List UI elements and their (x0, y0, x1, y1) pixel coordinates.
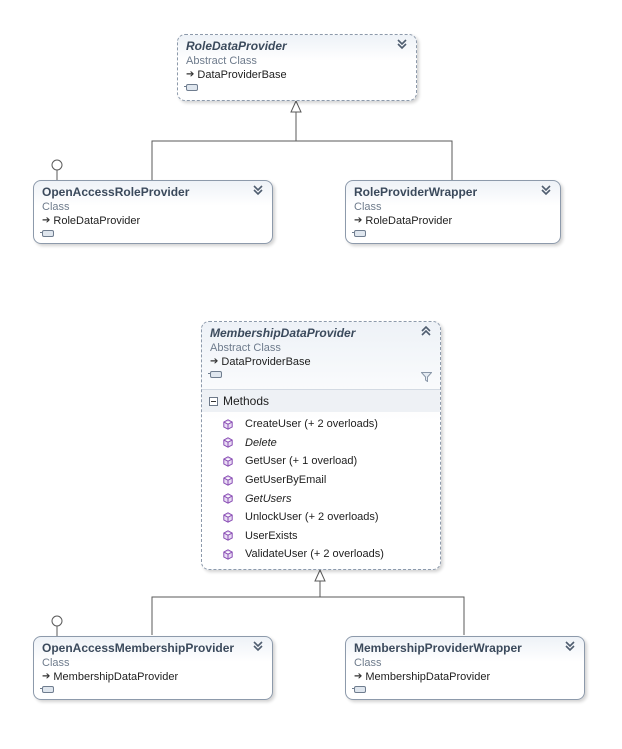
inheritance-icon: ➔ (42, 215, 51, 226)
double-chevron-down-icon[interactable] (396, 38, 408, 50)
method-cube-icon (223, 474, 233, 486)
inherits-name: DataProviderBase (197, 69, 287, 81)
inheritance-icon: ➔ (210, 356, 219, 367)
double-chevron-up-icon[interactable] (420, 325, 432, 337)
class-box-role-provider-wrapper[interactable]: RoleProviderWrapper Class ➔ RoleDataProv… (345, 180, 561, 244)
method-item[interactable]: GetUser (+ 1 overload) (202, 452, 440, 471)
expand-details-icon[interactable] (40, 230, 54, 237)
double-chevron-down-icon[interactable] (252, 184, 264, 196)
inheritance-icon: ➔ (42, 671, 51, 682)
class-stereotype: Class (42, 201, 70, 213)
inherits-label: ➔ MembershipDataProvider (42, 670, 264, 684)
inherits-name: DataProviderBase (221, 356, 311, 368)
method-cube-icon (223, 549, 233, 560)
expand-details-icon[interactable] (352, 686, 366, 693)
class-name: MembershipProviderWrapper (354, 641, 522, 655)
method-name: UnlockUser (+ 2 overloads) (245, 511, 379, 524)
class-stereotype: Class (354, 657, 382, 669)
double-chevron-down-icon[interactable] (540, 184, 552, 196)
method-item[interactable]: UserExists (202, 527, 440, 546)
filter-icon[interactable] (421, 372, 432, 382)
expand-details-icon[interactable] (352, 230, 366, 237)
inherits-label: ➔ DataProviderBase (210, 355, 432, 369)
class-name: RoleProviderWrapper (354, 185, 478, 199)
method-cube-icon (223, 530, 233, 542)
inheritance-icon: ➔ (354, 671, 363, 682)
class-name: RoleDataProvider (186, 39, 287, 53)
method-item[interactable]: CreateUser (+ 2 overloads) (202, 415, 440, 434)
method-item[interactable]: UnlockUser (+ 2 overloads) (202, 508, 440, 527)
class-name: OpenAccessMembershipProvider (42, 641, 235, 655)
method-item[interactable]: ValidateUser (+ 2 overloads) (202, 545, 440, 564)
class-box-membership-provider-wrapper[interactable]: MembershipProviderWrapper Class ➔ Member… (345, 636, 585, 700)
inheritance-connector (151, 140, 453, 180)
inheritance-connector (151, 596, 465, 635)
expand-details-icon[interactable] (40, 686, 54, 693)
class-box-open-access-role-provider[interactable]: OpenAccessRoleProvider Class ➔ RoleDataP… (33, 180, 273, 244)
lollipop-interface-icon (51, 159, 63, 171)
lollipop-interface-icon (51, 615, 63, 627)
inheritance-arrow-icon (314, 568, 326, 582)
inherits-name: RoleDataProvider (365, 215, 453, 227)
class-box-open-access-membership-provider[interactable]: OpenAccessMembershipProvider Class ➔ Mem… (33, 636, 273, 700)
method-name: GetUserByEmail (245, 474, 327, 487)
class-name: OpenAccessRoleProvider (42, 185, 190, 199)
inherits-label: ➔ DataProviderBase (186, 68, 408, 82)
method-name: Delete (245, 436, 277, 449)
class-stereotype: Class (354, 201, 382, 213)
method-cube-icon (223, 512, 233, 523)
double-chevron-down-icon[interactable] (252, 640, 264, 652)
inheritance-arrow-icon (290, 99, 302, 113)
method-name: UserExists (245, 529, 298, 542)
expand-details-icon[interactable] (208, 371, 222, 378)
class-stereotype: Abstract Class (210, 342, 281, 354)
method-cube-icon (223, 493, 233, 504)
method-name: ValidateUser (+ 2 overloads) (245, 548, 384, 561)
method-cube-icon (223, 456, 233, 467)
inherits-label: ➔ MembershipDataProvider (354, 670, 576, 684)
class-box-membership-data-provider[interactable]: MembershipDataProvider Abstract Class ➔ … (201, 321, 441, 570)
collapse-section-icon[interactable] (209, 396, 218, 406)
method-item[interactable]: GetUsers (202, 489, 440, 508)
expand-details-icon[interactable] (184, 84, 198, 91)
method-name: CreateUser (+ 2 overloads) (245, 418, 378, 431)
double-chevron-down-icon[interactable] (564, 640, 576, 652)
method-name: GetUsers (245, 492, 292, 505)
inherits-name: MembershipDataProvider (53, 671, 179, 683)
inheritance-icon: ➔ (354, 215, 363, 226)
class-stereotype: Class (42, 657, 70, 669)
inherits-label: ➔ RoleDataProvider (354, 214, 552, 228)
inherits-label: ➔ RoleDataProvider (42, 214, 264, 228)
class-name: MembershipDataProvider (210, 326, 356, 340)
inherits-name: MembershipDataProvider (365, 671, 491, 683)
methods-section-header[interactable]: Methods (202, 389, 440, 412)
class-stereotype: Abstract Class (186, 55, 257, 67)
method-cube-icon (223, 419, 233, 430)
method-item[interactable]: Delete (202, 434, 440, 453)
method-list: CreateUser (+ 2 overloads) Delete GetUse… (202, 412, 440, 564)
inheritance-icon: ➔ (186, 69, 195, 80)
method-item[interactable]: GetUserByEmail (202, 471, 440, 490)
class-box-role-data-provider[interactable]: RoleDataProvider Abstract Class ➔ DataPr… (177, 34, 417, 101)
method-cube-icon (223, 437, 233, 449)
inherits-name: RoleDataProvider (53, 215, 141, 227)
method-name: GetUser (+ 1 overload) (245, 455, 358, 468)
section-label: Methods (223, 394, 270, 408)
